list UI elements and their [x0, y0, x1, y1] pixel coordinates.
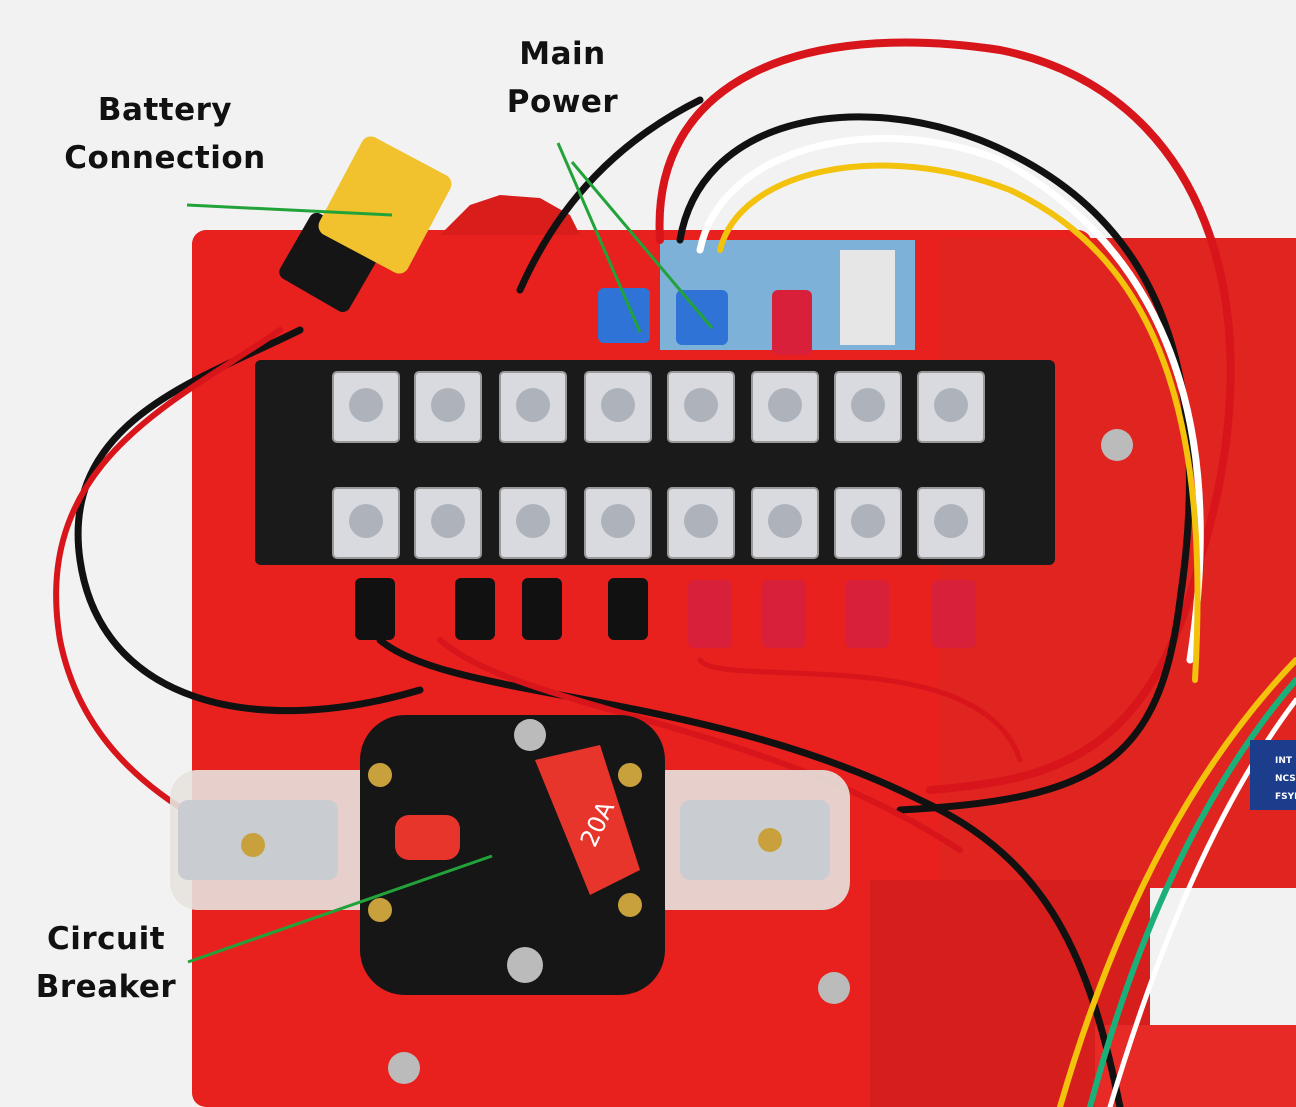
circuit-breaker [170, 715, 850, 995]
pin-label: NCS [1275, 774, 1296, 784]
label-line: Power [506, 84, 619, 120]
terminal-block [255, 360, 1055, 565]
xt60-battery-connector [279, 136, 452, 312]
screw [818, 972, 850, 1004]
circuit-breaker-label: Circuit Breaker [22, 915, 190, 1011]
spade-terminals [355, 288, 976, 648]
pin-label: FSYN [1275, 792, 1296, 802]
red-bottom-block [1095, 1025, 1296, 1107]
screw [1101, 429, 1133, 461]
main-power-label: Main Power [490, 30, 635, 126]
label-line: Breaker [35, 969, 177, 1005]
sensor-board [1250, 740, 1296, 810]
pin-label: INT [1275, 756, 1293, 766]
label-line: Battery [97, 92, 233, 128]
label-line: Circuit [46, 921, 166, 957]
label-line: Connection [64, 140, 266, 176]
screw [388, 1052, 420, 1084]
battery-connection-label: Battery Connection [50, 86, 280, 182]
annotation-lines [186, 142, 714, 964]
label-line: Main [519, 36, 606, 72]
gear [440, 195, 580, 235]
